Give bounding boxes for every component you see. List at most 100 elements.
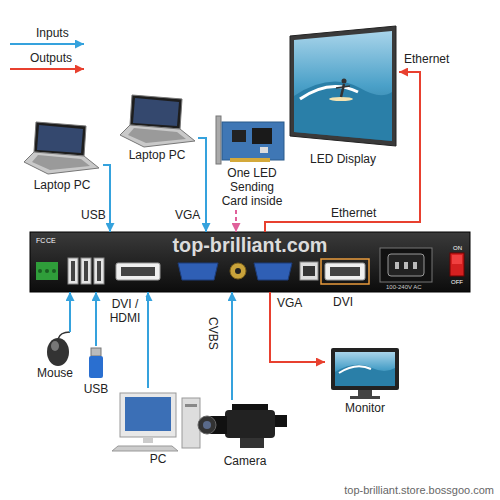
signal-label: CVBS [206, 316, 220, 351]
controller-housing [38, 269, 42, 273]
sending-card: One LED Sending Card inside [213, 114, 291, 210]
laptop-node: Laptop PC [116, 92, 198, 164]
controller-housing [380, 248, 432, 282]
monitor-icon [339, 366, 371, 373]
device-label: Laptop PC [34, 178, 91, 192]
device-label: One LED Sending Card inside [217, 166, 287, 208]
controller-housing [300, 262, 318, 280]
monitor-icon [331, 348, 399, 399]
legend-entry: Outputs [30, 51, 72, 65]
controller-housing [413, 262, 417, 269]
controller-housing [235, 268, 241, 274]
sending-card-icon [230, 158, 270, 162]
controller-housing [30, 232, 470, 292]
text-block: LED Display [310, 152, 376, 166]
device-label: PC [150, 452, 167, 466]
controller-housing [71, 261, 75, 281]
switch-mark: ON [453, 244, 462, 252]
camera-icon [198, 404, 287, 448]
brand-watermark: top-brilliant.com [30, 233, 470, 257]
pc-icon [185, 404, 197, 407]
signal-label: VGA [174, 208, 201, 222]
video-processor: top-brilliant.com [30, 232, 470, 292]
controller-housing [388, 254, 424, 276]
controller-housing [325, 263, 365, 280]
pc-icon [182, 398, 200, 448]
camera-icon [225, 410, 275, 438]
signal-label: USB [80, 208, 107, 222]
controller-housing [36, 262, 58, 280]
mouse-node: Mouse [32, 332, 78, 382]
port-name: Ethernet [404, 52, 449, 66]
text-block: One LED Sending Card inside [217, 166, 287, 208]
text-block: PC [150, 452, 167, 466]
mouse-icon [47, 338, 69, 366]
sending-card-icon [232, 130, 246, 142]
led-display-icon [336, 86, 350, 88]
controller-housing [30, 232, 470, 292]
controller-housing [178, 263, 218, 280]
controller-housing [94, 258, 104, 284]
pc-icon [112, 393, 200, 451]
controller-housing [230, 263, 246, 279]
controller-housing [404, 262, 408, 269]
signal-label: VGA [276, 296, 303, 310]
led-display-icon [294, 82, 392, 141]
led-display-icon [329, 97, 353, 101]
controller-housing [68, 258, 78, 284]
controller-housing [45, 269, 49, 273]
pc-node: PC [113, 388, 203, 468]
device-label: Monitor [345, 401, 385, 415]
mouse-icon [58, 332, 70, 339]
output-cable [270, 292, 325, 362]
led-display-icon [294, 31, 392, 141]
input-cable [231, 292, 233, 400]
card-link [235, 210, 237, 232]
controller-housing [81, 258, 91, 284]
text-block: Monitor [345, 401, 385, 415]
usb-drive: USB [78, 346, 114, 398]
device-label: USB [84, 382, 109, 396]
camera-icon [240, 438, 264, 448]
led-display-icon [290, 26, 396, 146]
legend-sample [10, 68, 84, 70]
pc-icon [143, 437, 153, 443]
controller-housing [254, 263, 292, 280]
led-display-icon [290, 26, 396, 146]
laptop-icon [24, 122, 99, 174]
sending-card-icon [252, 128, 272, 144]
led-display-icon [300, 86, 358, 99]
laptop-icon [120, 95, 195, 147]
usb-stick-icon [89, 356, 103, 378]
text-block: USB [84, 382, 109, 396]
pc-icon [120, 393, 176, 437]
controller-housing [84, 261, 88, 281]
controller-housing [116, 263, 160, 280]
camera-node: Camera [200, 400, 290, 470]
laptop-node: Laptop PC [21, 118, 103, 194]
device-label: Laptop PC [129, 148, 186, 162]
monitor-icon [358, 390, 372, 396]
led-display: LED Display [287, 22, 399, 168]
monitor-icon [335, 365, 395, 386]
legend-text: Outputs [30, 51, 72, 65]
sending-card-icon [216, 116, 221, 164]
cert-mark: CE [46, 236, 56, 245]
input-cable [95, 292, 97, 346]
port-name: DVI [333, 295, 353, 309]
camera-icon [232, 404, 268, 410]
usb-stick-icon [89, 348, 103, 378]
controller-housing [330, 267, 360, 276]
device-label: LED Display [310, 152, 376, 166]
monitor-icon [331, 348, 399, 390]
monitor-icon [350, 396, 380, 399]
sending-card-icon [216, 116, 284, 164]
controller-housing [303, 266, 315, 276]
controller-housing [452, 255, 462, 264]
mouse-icon [51, 341, 59, 351]
device-label: Mouse [37, 366, 73, 380]
text-block: Mouse [37, 366, 73, 380]
input-cable [147, 292, 149, 388]
usb-stick-icon [91, 348, 101, 356]
